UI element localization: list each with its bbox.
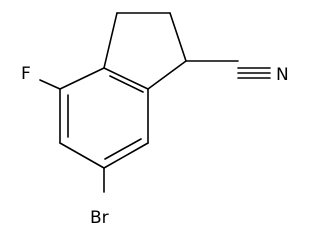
bond-c3a-c4 xyxy=(59,67,105,90)
bromine-label: Br xyxy=(90,208,109,228)
bond-c6-c7-inner xyxy=(104,138,142,160)
molecule-structure: F Br N xyxy=(21,12,289,228)
bond-c5-c6 xyxy=(59,142,105,169)
nitrile-nitrogen-label: N xyxy=(276,65,289,85)
bond-c3a-c3 xyxy=(103,12,118,69)
bond-c3a-c7a xyxy=(103,67,149,90)
bond-c6-c7 xyxy=(103,142,149,169)
bond-c2-c1 xyxy=(169,12,187,62)
bond-c3a-c7a-inner xyxy=(109,75,144,93)
bonds xyxy=(39,12,271,193)
bond-c4-f xyxy=(39,79,61,90)
atom-labels: F Br N xyxy=(21,64,289,228)
bond-c1-c7a xyxy=(147,60,187,90)
fluorine-label: F xyxy=(21,64,31,84)
